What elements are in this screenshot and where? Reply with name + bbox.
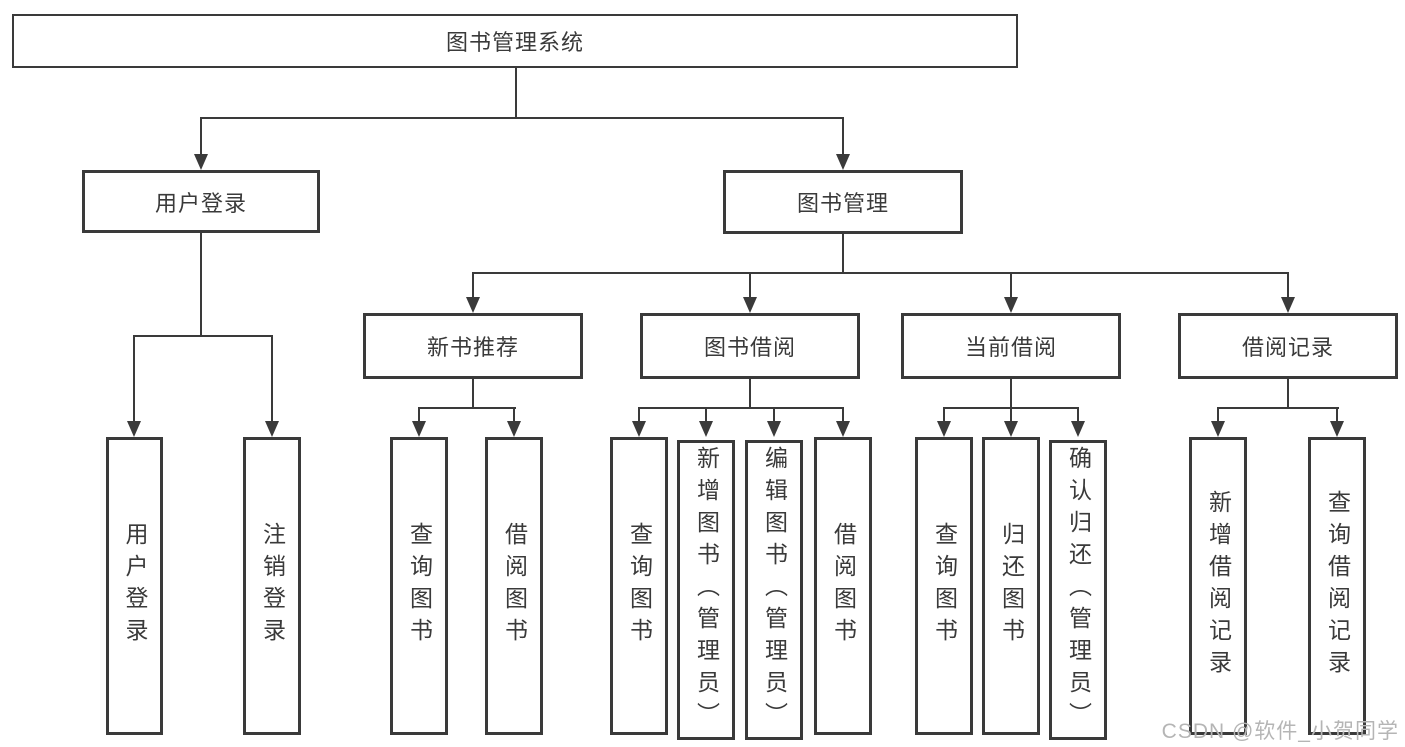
connector-drop-new-book [472,272,474,299]
leaf-query-books-recommend: 查询图书 [390,437,448,735]
node-label: 新书推荐 [426,335,519,360]
leaf-query-books-current: 查询图书 [915,437,973,735]
leaf-add-borrow-record: 新增借阅记录 [1189,437,1247,735]
connector-new-book-stem [472,379,474,409]
arrow-down-icon [743,297,757,313]
connector-drop [842,407,844,425]
arrow-down-icon [699,421,713,437]
connector-drop [705,407,707,425]
arrow-down-icon [836,154,850,170]
leaf-label: 确认归还（管理员） [1065,446,1092,734]
arrow-down-icon [1330,421,1344,437]
leaf-return-books: 归还图书 [982,437,1040,735]
connector-book-management-horizontal [472,272,1289,274]
node-book-management: 图书管理 [723,170,963,234]
connector-book-borrowing-stem [749,379,751,409]
connector-drop-book-management [842,117,844,157]
leaf-label: 归还图书 [998,522,1025,650]
connector-drop [1010,407,1012,425]
connector-drop [513,407,515,425]
connector-drop [1217,407,1219,425]
connector-drop [638,407,640,425]
arrow-down-icon [127,421,141,437]
arrow-down-icon [632,421,646,437]
leaf-label: 新增借阅记录 [1205,490,1232,682]
arrow-down-icon [194,154,208,170]
node-current-borrowing: 当前借阅 [901,313,1121,379]
connector-user-login-horizontal [133,335,273,337]
connector-drop [1077,407,1079,425]
connector-drop-user-login [200,117,202,157]
leaf-label: 注销登录 [259,522,286,650]
leaf-logout: 注销登录 [243,437,301,735]
node-label: 借阅记录 [1241,335,1334,360]
node-label: 用户登录 [154,190,247,216]
connector-drop [1336,407,1338,425]
arrow-down-icon [507,421,521,437]
connector-drop [418,407,420,425]
connector-root-horizontal [200,117,844,119]
leaf-user-login: 用户登录 [106,437,163,735]
connector-drop-leaf-logout [271,335,273,423]
leaf-label: 新增图书（管理员） [693,446,720,734]
leaf-borrow-books-recommend: 借阅图书 [485,437,543,735]
arrow-down-icon [836,421,850,437]
connector-new-book-horizontal [418,407,516,409]
leaf-label: 查询图书 [626,522,653,650]
connector-drop-borrow-records [1287,272,1289,299]
arrow-down-icon [767,421,781,437]
connector-drop [773,407,775,425]
node-new-book-recommendation: 新书推荐 [363,313,583,379]
arrow-down-icon [412,421,426,437]
leaf-label: 编辑图书（管理员） [761,446,788,734]
leaf-query-borrow-record: 查询借阅记录 [1308,437,1366,735]
connector-drop-current-borrowing [1010,272,1012,299]
leaf-label: 查询图书 [406,522,433,650]
node-borrow-records: 借阅记录 [1178,313,1398,379]
leaf-label: 查询借阅记录 [1324,490,1351,682]
leaf-label: 借阅图书 [830,522,857,650]
node-book-borrowing: 图书借阅 [640,313,860,379]
leaf-label: 用户登录 [122,522,148,650]
arrow-down-icon [466,297,480,313]
connector-drop-leaf-user-login [133,335,135,423]
connector-book-borrowing-horizontal [638,407,844,409]
node-user-login: 用户登录 [82,170,320,233]
leaf-label: 查询图书 [931,522,958,650]
node-library-management-system: 图书管理系统 [12,14,1018,68]
connector-current-borrowing-stem [1010,379,1012,409]
leaf-confirm-return-admin: 确认归还（管理员） [1049,440,1107,740]
connector-root-stem [515,68,517,118]
leaf-edit-book-admin: 编辑图书（管理员） [745,440,803,740]
leaf-label: 借阅图书 [501,522,528,650]
connector-drop-book-borrowing [749,272,751,299]
arrow-down-icon [265,421,279,437]
arrow-down-icon [1211,421,1225,437]
connector-borrow-records-horizontal [1217,407,1339,409]
leaf-borrow-books-borrowing: 借阅图书 [814,437,872,735]
arrow-down-icon [1281,297,1295,313]
arrow-down-icon [1071,421,1085,437]
node-label: 图书借阅 [703,335,796,360]
node-label: 当前借阅 [964,335,1057,360]
arrow-down-icon [937,421,951,437]
connector-book-management-stem [842,234,844,274]
arrow-down-icon [1004,297,1018,313]
connector-borrow-records-stem [1287,379,1289,409]
csdn-watermark: CSDN @软件_小贺同学 [1161,720,1399,743]
leaf-add-book-admin: 新增图书（管理员） [677,440,735,740]
node-label: 图书管理 [796,191,889,216]
leaf-query-books-borrowing: 查询图书 [610,437,668,735]
arrow-down-icon [1004,421,1018,437]
connector-user-login-stem [200,233,202,337]
node-label: 图书管理系统 [445,30,584,55]
connector-drop [943,407,945,425]
